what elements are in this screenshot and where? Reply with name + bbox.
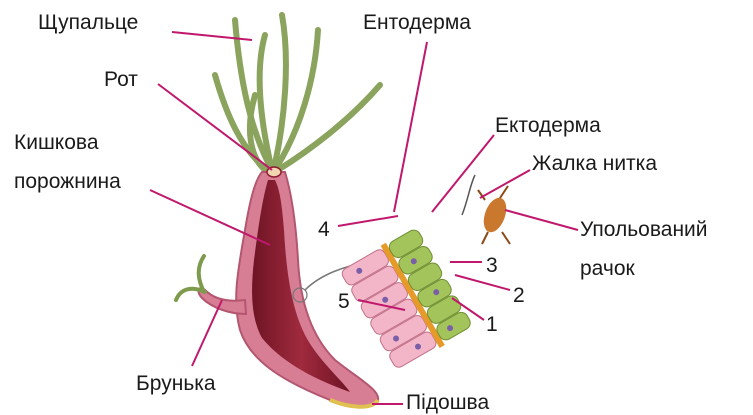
label-endoderm: Ентодерма [363, 11, 471, 35]
label-stinging-thread: Жалка нитка [532, 152, 657, 176]
label-bud: Брунька [136, 372, 216, 396]
label-ectoderm: Ектодерма [495, 114, 601, 138]
label-tentacle: Щупальце [38, 11, 138, 35]
label-sole: Підошва [406, 391, 489, 415]
label-prey-line2: рачок [580, 257, 635, 281]
label-gut-cavity-line1: Кишкова [14, 131, 99, 155]
label-number-3: 3 [486, 254, 498, 278]
leader-lines [150, 32, 578, 404]
label-prey-line1: Упольований [580, 218, 708, 242]
label-number-2: 2 [513, 284, 525, 308]
prey-crustacean [478, 186, 511, 244]
label-gut-cavity-line2: порожнина [14, 170, 121, 194]
label-mouth: Рот [104, 68, 138, 92]
label-number-4: 4 [318, 218, 330, 242]
label-number-1: 1 [486, 313, 498, 337]
label-number-5: 5 [338, 290, 350, 314]
